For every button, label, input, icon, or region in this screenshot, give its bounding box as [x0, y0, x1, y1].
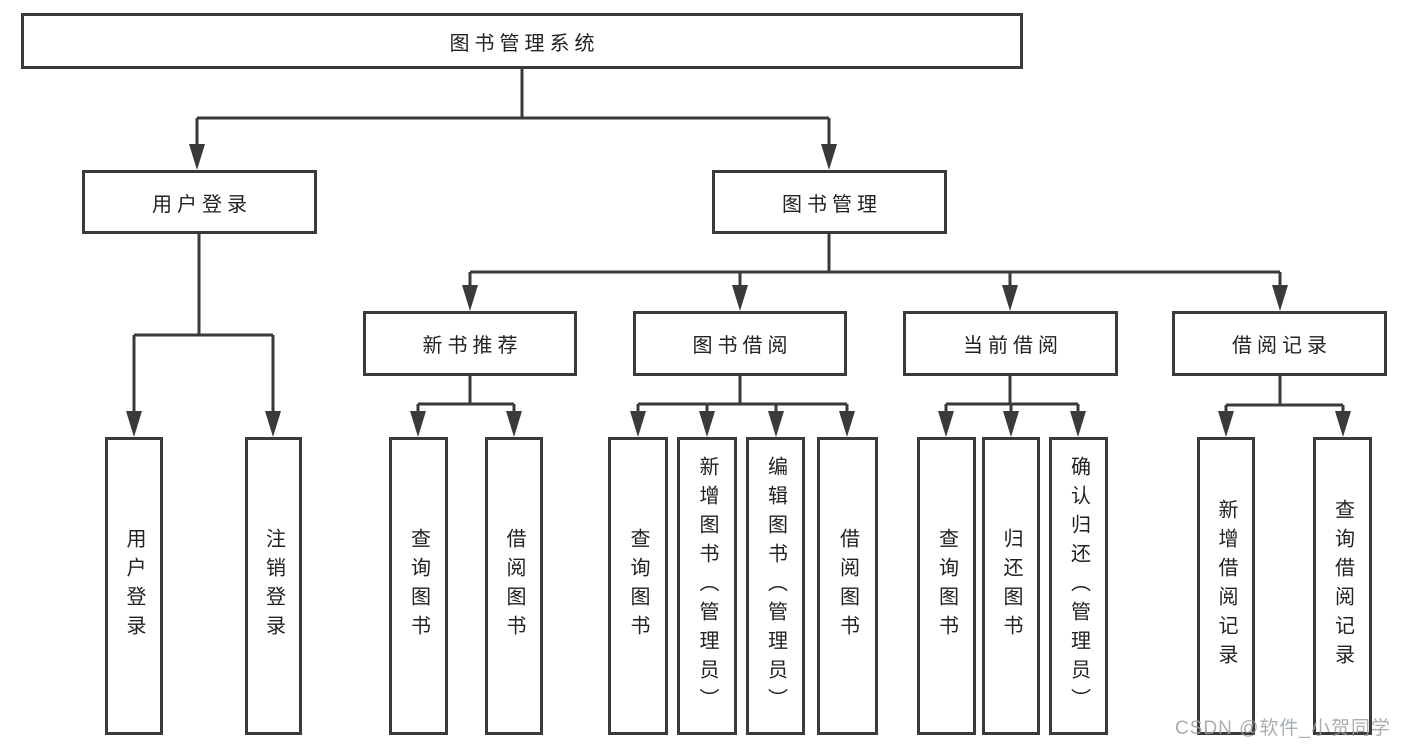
node-current-borrowing: 当前借阅 — [903, 311, 1118, 376]
node-label: 查询图书 — [407, 528, 430, 644]
arrowhead-down-icon — [1272, 285, 1288, 311]
node-label: 新书推荐 — [422, 335, 523, 357]
arrowhead-down-icon — [1218, 411, 1234, 437]
connector-user-login-branch — [132, 234, 275, 419]
node-book-borrowing: 图书借阅 — [633, 311, 847, 376]
arrowheads — [126, 144, 1351, 437]
node-leaf-query-books-recommend: 查询图书 — [389, 437, 448, 735]
arrowhead-down-icon — [1003, 411, 1019, 437]
node-borrowing-records: 借阅记录 — [1172, 311, 1387, 376]
node-label: 图书借阅 — [692, 335, 793, 357]
node-label: 注销登录 — [262, 528, 285, 644]
node-leaf-user-login: 用户登录 — [105, 437, 163, 735]
arrowhead-down-icon — [189, 144, 205, 170]
node-leaf-query-borrow-record: 查询借阅记录 — [1313, 437, 1372, 735]
arrowhead-down-icon — [265, 411, 281, 437]
node-leaf-logout: 注销登录 — [245, 437, 302, 735]
arrowhead-down-icon — [1070, 411, 1086, 437]
connector-borrowing-records-branch — [1224, 376, 1345, 419]
node-leaf-edit-books-admin: 编辑图书（管理员） — [746, 437, 805, 735]
node-label: 查询图书 — [627, 528, 649, 644]
arrowhead-down-icon — [410, 411, 426, 437]
csdn-watermark: CSDN @软件_小贺同学 — [1175, 718, 1391, 739]
arrowhead-down-icon — [506, 411, 522, 437]
node-leaf-borrow-books-recommend: 借阅图书 — [485, 437, 543, 735]
node-new-book-recommend: 新书推荐 — [363, 311, 577, 376]
node-label: 归还图书 — [1000, 528, 1022, 644]
node-label: 当前借阅 — [963, 335, 1063, 357]
node-user-login: 用户登录 — [82, 170, 317, 234]
node-leaf-borrow-books-borrowing: 借阅图书 — [817, 437, 878, 735]
node-label: 新增图书（管理员） — [696, 455, 718, 717]
arrowhead-down-icon — [839, 411, 855, 437]
arrowhead-down-icon — [630, 411, 646, 437]
arrowhead-down-icon — [126, 411, 142, 437]
node-label: 借阅图书 — [836, 528, 859, 644]
node-leaf-return-books: 归还图书 — [982, 437, 1040, 735]
arrowhead-down-icon — [462, 285, 478, 311]
node-label: 借阅记录 — [1232, 335, 1332, 357]
node-label: 查询图书 — [935, 528, 958, 644]
arrowhead-down-icon — [938, 411, 954, 437]
node-leaf-add-borrow-record: 新增借阅记录 — [1197, 437, 1255, 735]
arrowhead-down-icon — [768, 411, 784, 437]
arrowhead-down-icon — [1335, 411, 1351, 437]
node-label: 图书管理系统 — [449, 32, 600, 55]
node-label: 查询借阅记录 — [1331, 499, 1354, 673]
node-leaf-add-books-admin: 新增图书（管理员） — [677, 437, 737, 735]
node-leaf-query-books-current: 查询图书 — [917, 437, 976, 735]
node-label: 借阅图书 — [503, 528, 525, 644]
connector-root-to-level2 — [195, 69, 831, 150]
node-label: 新增借阅记录 — [1215, 499, 1237, 673]
node-book-management: 图书管理 — [712, 170, 947, 234]
node-leaf-query-books-borrowing: 查询图书 — [608, 437, 668, 735]
arrowhead-down-icon — [732, 285, 748, 311]
node-label: 编辑图书（管理员） — [764, 455, 787, 717]
connector-lines — [132, 69, 1345, 419]
arrowhead-down-icon — [699, 411, 715, 437]
node-leaf-confirm-return-admin: 确认归还（管理员） — [1049, 437, 1108, 735]
node-label: 图书管理 — [782, 193, 882, 216]
connector-book-borrowing-branch — [636, 376, 849, 419]
arrowhead-down-icon — [1002, 285, 1018, 311]
node-label: 用户登录 — [152, 193, 252, 216]
node-library-system: 图书管理系统 — [21, 13, 1023, 69]
arrowhead-down-icon — [821, 144, 837, 170]
connector-new-book-recommend-branch — [416, 376, 516, 419]
connector-book-management-to-level3 — [468, 234, 1282, 293]
node-label: 用户登录 — [123, 528, 145, 644]
node-label: 确认归还（管理员） — [1067, 455, 1090, 717]
